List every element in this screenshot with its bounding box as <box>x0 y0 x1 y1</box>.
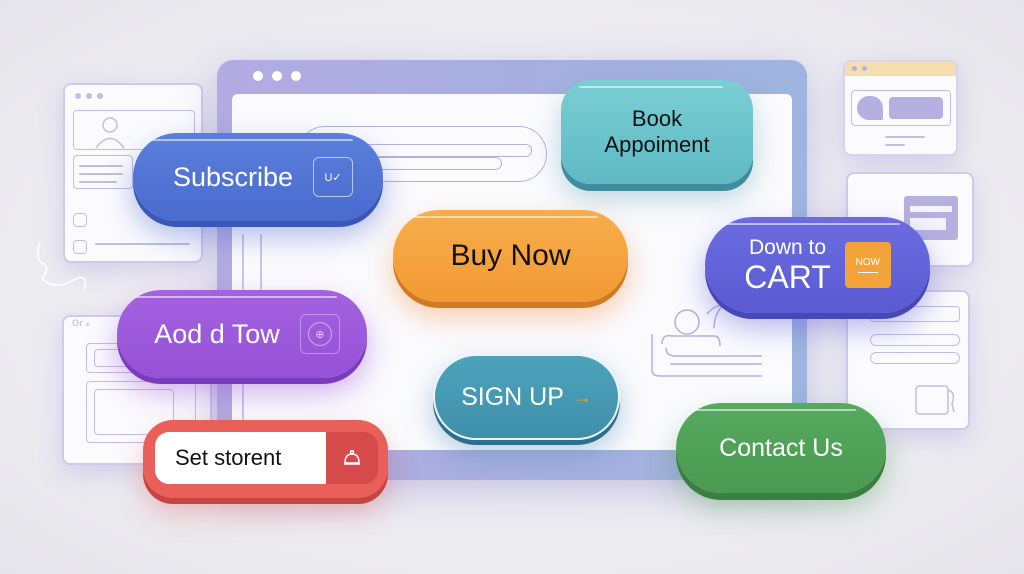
gloss-highlight <box>694 409 856 411</box>
window-dots <box>75 93 103 99</box>
text-block <box>73 155 133 189</box>
cart-label: Down to CART <box>744 237 831 293</box>
add-to-cart-button[interactable]: Down to CART NOW <box>705 217 930 313</box>
contact-us-button[interactable]: Contact Us <box>676 403 886 493</box>
set-store-label: Set storent <box>155 432 326 484</box>
add-button[interactable]: Aod d Tow ⊕ <box>117 290 367 378</box>
book-label-line1: Book <box>631 106 683 131</box>
chat-bubble-icon <box>915 385 955 415</box>
window-dot <box>291 71 301 81</box>
badge-icon: U✓ <box>313 157 354 197</box>
window-controls <box>253 71 301 81</box>
book-appointment-button[interactable]: Book Appoiment <box>561 80 753 184</box>
avatar-placeholder <box>73 110 195 150</box>
person-at-desk-illustration <box>651 304 762 377</box>
subscribe-button[interactable]: Subscribe U✓ <box>133 133 383 221</box>
buy-label: Buy Now <box>450 239 571 272</box>
checkbox-placeholder <box>73 240 87 254</box>
gloss-highlight <box>723 223 900 225</box>
squiggle-decoration <box>37 241 87 291</box>
arrow-right-icon: → <box>573 386 592 407</box>
gloss-highlight <box>411 216 598 218</box>
sign-up-button[interactable]: SIGN UP → <box>433 354 620 440</box>
panel-header: Or ⁎ <box>72 319 91 329</box>
buy-now-button[interactable]: Buy Now <box>393 210 628 302</box>
now-badge: NOW <box>844 242 891 288</box>
gloss-highlight <box>579 86 723 88</box>
now-badge-text: NOW <box>855 256 880 268</box>
window-dot <box>272 71 282 81</box>
list-wireframe-panel <box>846 290 970 430</box>
icon-frame: ⊕ <box>299 314 340 354</box>
add-label: Aod d Tow <box>154 318 280 349</box>
gloss-highlight <box>151 139 353 141</box>
user-icon <box>95 117 125 149</box>
card-wireframe-panel <box>843 60 958 156</box>
window-dot <box>253 71 263 81</box>
cart-label-line2: CART <box>744 259 831 295</box>
service-bell-icon <box>326 432 378 484</box>
checkbox-placeholder <box>73 213 87 227</box>
set-store-button[interactable]: Set storent <box>143 420 388 498</box>
contact-label: Contact Us <box>719 433 843 462</box>
sign-up-label: SIGN UP <box>461 382 564 411</box>
cart-label-line1: Down to <box>748 236 827 259</box>
circle-glyph-icon: ⊕ <box>307 322 332 346</box>
book-label-line2: Appoiment <box>604 132 710 157</box>
subscribe-label: Subscribe <box>172 161 294 192</box>
gloss-highlight <box>135 296 337 298</box>
